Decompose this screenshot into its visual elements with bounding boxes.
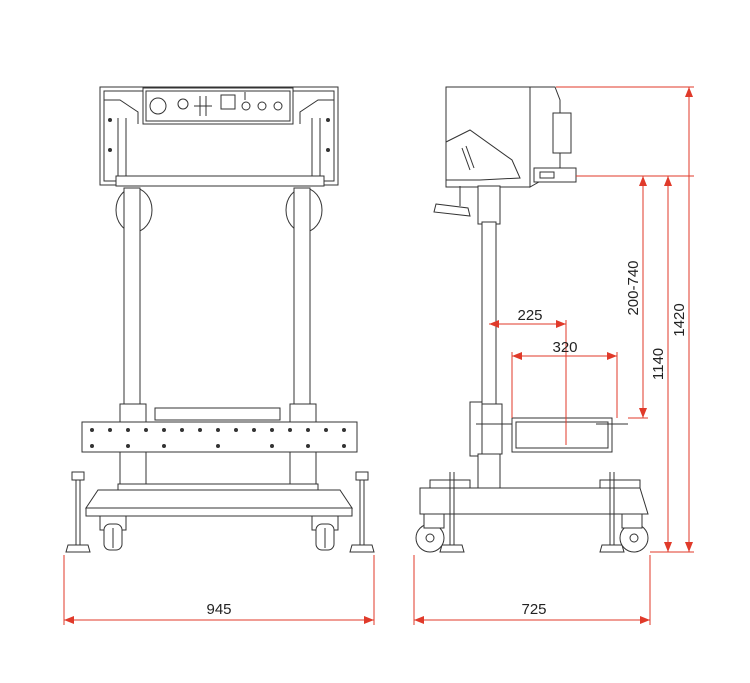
dim-725-label: 725	[521, 601, 546, 618]
front-view	[65, 86, 375, 553]
control-panel	[142, 87, 294, 125]
gauge-dial	[149, 97, 167, 115]
side-bracket	[445, 129, 521, 181]
dim-945-label: 945	[206, 601, 231, 618]
front-table	[81, 421, 358, 453]
side-column	[481, 221, 497, 405]
right-column	[293, 187, 311, 407]
left-column	[123, 187, 141, 407]
side-mechanism	[552, 112, 572, 154]
side-view	[415, 86, 649, 553]
button-3	[273, 101, 283, 111]
side-handle	[433, 203, 471, 217]
dim-1420-label: 1420	[671, 303, 688, 336]
button-2	[257, 101, 267, 111]
side-base	[419, 487, 649, 515]
dim-320-label: 320	[552, 339, 577, 356]
knob	[177, 98, 189, 110]
dim-225-label: 225	[517, 307, 542, 324]
display-window	[220, 94, 236, 110]
dim-1140-label: 1140	[650, 348, 667, 380]
right-foot	[349, 544, 375, 553]
left-foot	[65, 544, 91, 553]
dimensions: 945 725 1420 1140 200-740 225	[63, 86, 694, 625]
button-1	[241, 101, 251, 111]
table-bolts	[90, 428, 346, 448]
side-table	[511, 417, 613, 453]
front-base	[85, 489, 353, 509]
dim-200-740-label: 200-740	[625, 260, 642, 315]
